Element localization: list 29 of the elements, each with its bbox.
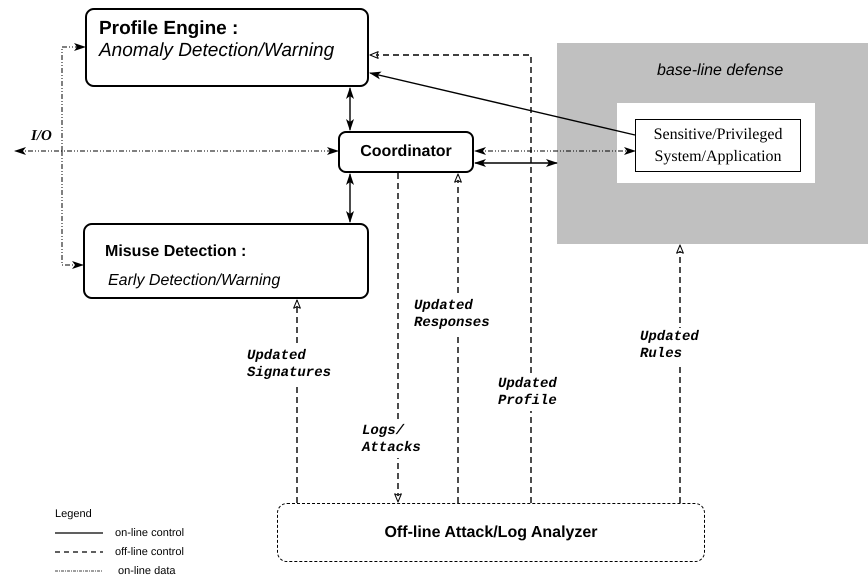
- legend-title: Legend: [55, 507, 92, 521]
- component-title: Misuse Detection :: [105, 242, 248, 262]
- legend-label: on-line data: [118, 564, 176, 578]
- arrow: [394, 173, 402, 502]
- arrow: [474, 147, 636, 155]
- shaded-panel: [557, 43, 868, 244]
- component-title: Profile Engine :: [99, 18, 240, 40]
- component-title: Coordinator: [360, 142, 452, 162]
- arrow: [474, 159, 558, 167]
- system-box: [635, 119, 801, 172]
- arrow: [454, 174, 462, 503]
- component-title: Sensitive/Privileged System/Application: [652, 125, 784, 167]
- arrow: [62, 43, 86, 152]
- analyzer-box: [277, 503, 705, 562]
- component-box: [83, 223, 369, 299]
- component-box: [85, 8, 369, 87]
- arrow: [62, 150, 84, 269]
- component-subtitle: Early Detection/Warning: [108, 271, 282, 291]
- component-title: base-line defense: [657, 61, 784, 81]
- component-title: Off-line Attack/Log Analyzer: [384, 522, 598, 542]
- arrow: [346, 173, 354, 223]
- arrow: [346, 87, 354, 131]
- arrow: [14, 147, 339, 155]
- legend-label: off-line control: [115, 545, 184, 559]
- component-box: [338, 131, 474, 173]
- arrow: [370, 51, 532, 503]
- component-subtitle: Anomaly Detection/Warning: [99, 40, 336, 62]
- legend-label: on-line control: [115, 526, 184, 540]
- arrow: [369, 72, 636, 136]
